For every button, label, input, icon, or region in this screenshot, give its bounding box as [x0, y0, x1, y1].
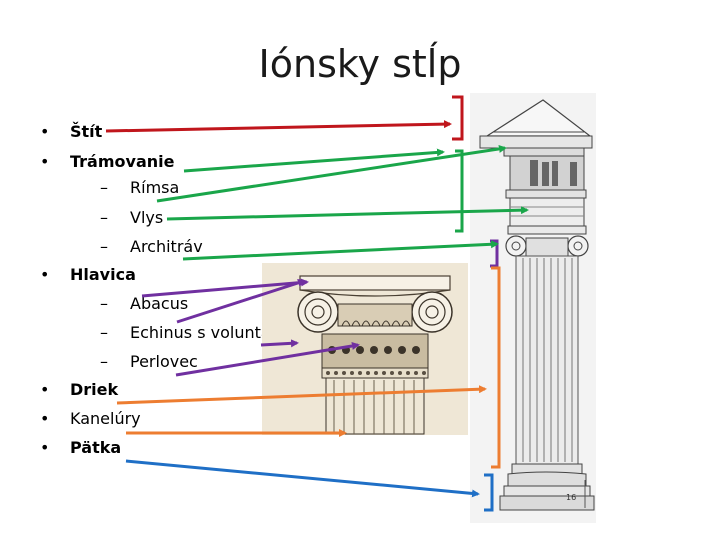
base-bracket: [484, 473, 494, 512]
arrow-perlovec: [175, 342, 360, 377]
list-item-label: Kanelúry: [70, 409, 141, 428]
arrow-stit: [105, 120, 452, 133]
list-item-label: Trámovanie: [70, 152, 175, 171]
capital-detail-drawing: [262, 263, 468, 435]
list-item-label: Architráv: [130, 237, 203, 256]
bullet-icon: •: [40, 380, 50, 399]
list-item-label: Pätka: [70, 438, 122, 457]
list-item-label: Driek: [70, 380, 119, 399]
dash-icon: –: [100, 352, 108, 371]
arrow-hlavica: [141, 278, 309, 298]
pediment-bracket: [452, 95, 464, 141]
dimension-label: 16: [566, 493, 576, 502]
arrow-vlys: [166, 206, 529, 221]
bullet-icon: •: [40, 438, 50, 457]
list-item-label: Vlys: [130, 208, 164, 227]
bullet-icon: •: [40, 265, 50, 284]
list-item-label: Štít: [70, 122, 103, 141]
bullet-icon: •: [40, 152, 50, 171]
slide-title: Iónsky stĺp: [258, 42, 462, 86]
list-item-label: Echinus s voluntami: [130, 323, 291, 342]
arrow-architrav: [182, 240, 499, 261]
arrow-rimsa: [156, 144, 507, 203]
dash-icon: –: [100, 294, 108, 313]
list-item-label: Perlovec: [130, 352, 198, 371]
arrow-echinus: [260, 339, 299, 348]
list-item-label: Rímsa: [130, 178, 180, 197]
bullet-icon: •: [40, 409, 50, 428]
column-drawing: 16: [470, 93, 596, 523]
dash-icon: –: [100, 208, 108, 227]
shaft-bracket: [491, 266, 501, 469]
entablature-bracket: [455, 149, 464, 233]
arrow-tramovanie: [183, 148, 445, 173]
bullet-icon: •: [40, 122, 50, 141]
dash-icon: –: [100, 178, 108, 197]
arrow-patka: [125, 459, 480, 498]
arrow-abacus: [176, 279, 306, 324]
list-item-label: Abacus: [130, 294, 189, 313]
list-item-label: Hlavica: [70, 265, 136, 284]
arrow-driek: [116, 385, 487, 405]
dash-icon: –: [100, 237, 108, 256]
dash-icon: –: [100, 323, 108, 342]
